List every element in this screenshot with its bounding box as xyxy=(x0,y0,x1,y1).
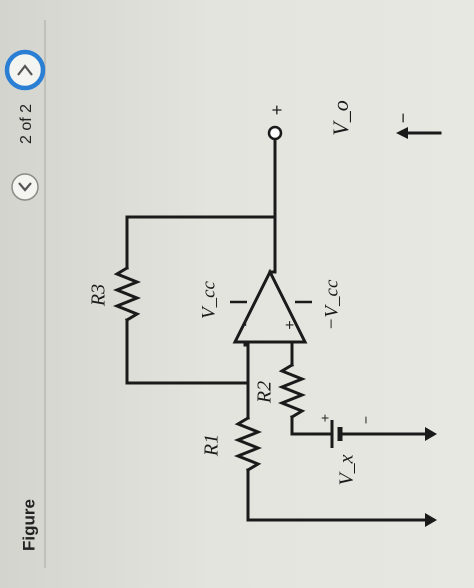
label-neg-vcc: −V_cc xyxy=(321,279,342,330)
feedback-wire-top xyxy=(125,215,277,270)
input-1-wire xyxy=(246,468,427,522)
output-plus-sign: + xyxy=(267,105,287,116)
op-amp xyxy=(232,268,308,344)
output-arrow-head xyxy=(396,127,408,139)
chevron-right-icon xyxy=(17,64,33,76)
op-amp-minus-sign: − xyxy=(238,317,255,326)
output-minus-sign: − xyxy=(393,113,413,124)
label-vx: V_x xyxy=(336,454,358,485)
label-r1: R1 xyxy=(201,434,223,457)
resistor-r2 xyxy=(277,362,307,420)
resistor-r1 xyxy=(233,415,263,473)
prev-button[interactable] xyxy=(11,173,39,201)
label-r2: R2 xyxy=(254,381,276,404)
input-2-arrow xyxy=(425,427,437,441)
battery-minus-sign: − xyxy=(358,416,374,424)
resistor-r3 xyxy=(112,265,142,323)
label-vo: V_o xyxy=(328,100,353,135)
chevron-left-icon xyxy=(18,182,32,192)
page-indicator: 2 of 2 xyxy=(18,104,35,144)
source-wire xyxy=(290,415,334,436)
label-vcc: V_cc xyxy=(198,280,219,319)
next-button[interactable] xyxy=(4,49,46,91)
output-terminal xyxy=(267,125,283,141)
op-amp-plus-sign: + xyxy=(282,320,299,329)
output-wire xyxy=(268,138,277,274)
label-r3: R3 xyxy=(88,284,110,307)
figure-title: Figure xyxy=(19,499,38,551)
battery-plus-sign: + xyxy=(317,414,333,422)
input-1-arrow xyxy=(425,513,437,527)
feedback-wire-bottom xyxy=(125,318,250,385)
inverting-input-wire xyxy=(243,343,250,385)
